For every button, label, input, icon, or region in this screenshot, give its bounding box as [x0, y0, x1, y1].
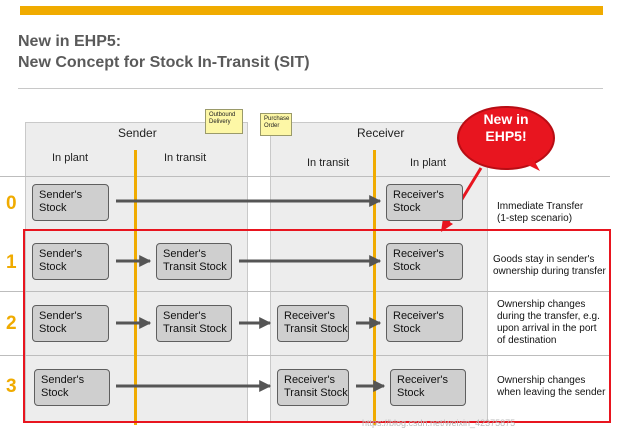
stock-box-senders-stock: Sender's Stock [34, 369, 110, 406]
stock-box-line: Stock [39, 323, 67, 335]
stock-box-line: Stock [41, 387, 69, 399]
stock-box-senders-transit-stock: Sender's Transit Stock [156, 305, 232, 342]
description-line: Ownership changes [497, 299, 586, 310]
stock-box-line: Sender's [163, 248, 207, 260]
new-scenarios-highlight [23, 229, 611, 423]
description-line: Goods stay in sender's [493, 254, 595, 265]
stock-box-line: Transit Stock [163, 261, 227, 273]
row-number: 0 [6, 193, 17, 214]
title-divider [18, 88, 603, 89]
description-line: when leaving the sender [497, 387, 606, 398]
stock-box-line: Receiver's [284, 310, 336, 322]
stock-box-line: Transit Stock [163, 323, 227, 335]
page-title-line1: New in EHP5: [18, 33, 122, 50]
watermark: https://blog.csdn.net/weixin_42375875 [362, 418, 516, 428]
new-starburst-icon [457, 106, 555, 171]
description-line: during the transfer, e.g. [497, 311, 600, 322]
stock-box-line: Stock [393, 261, 421, 273]
row-description: Ownership changes when leaving the sende… [497, 375, 605, 399]
sender-header: Sender [118, 126, 157, 140]
stock-box-line: Sender's [39, 310, 83, 322]
row-number: 3 [6, 376, 17, 397]
purchase-order-note: Purchase Order [260, 113, 292, 136]
stock-box-line: Stock [393, 323, 421, 335]
outbound-delivery-note: Outbound Delivery [205, 109, 243, 134]
note-line: Order [264, 123, 280, 129]
description-line: Ownership changes [497, 375, 586, 386]
row-separator [0, 291, 610, 292]
stock-box-line: Sender's [39, 189, 83, 201]
stock-box-senders-stock: Sender's Stock [32, 305, 109, 342]
receiver-in-plant-label: In plant [410, 157, 447, 169]
note-line: Purchase [264, 116, 290, 122]
stock-box-senders-transit-stock: Sender's Transit Stock [156, 243, 232, 280]
stock-box-line: Receiver's [393, 248, 445, 260]
stock-box-line: Stock [39, 202, 67, 214]
stock-box-line: Stock [39, 261, 67, 273]
receiver-plant-boundary [373, 150, 376, 425]
row-description: Goods stay in sender's ownership during … [493, 254, 606, 278]
stock-box-line: Receiver's [393, 310, 445, 322]
description-line: of destination [497, 335, 557, 346]
description-line: (1-step scenario) [497, 213, 573, 224]
description-line: ownership during transfer [493, 266, 606, 277]
receiver-in-transit-label: In transit [307, 157, 350, 169]
row-separator [0, 355, 610, 356]
stock-box-line: Stock [397, 387, 425, 399]
stock-box-senders-stock: Sender's Stock [32, 184, 109, 221]
stock-box-line: Receiver's [397, 374, 449, 386]
receiver-header: Receiver [357, 126, 405, 140]
badge-line: New in [483, 111, 529, 127]
row-number: 2 [6, 313, 17, 334]
stock-box-receivers-stock: Receiver's Stock [386, 243, 463, 280]
stock-box-line: Sender's [41, 374, 85, 386]
note-line: Delivery [209, 119, 231, 125]
stock-box-line: Stock [393, 202, 421, 214]
description-line: Immediate Transfer [497, 201, 584, 212]
note-line: Outbound [209, 112, 236, 118]
row-separator [0, 176, 610, 177]
stock-box-line: Sender's [39, 248, 83, 260]
badge-line: EHP5! [485, 128, 527, 144]
top-accent-bar [20, 6, 603, 15]
page-title-line2: New Concept for Stock In-Transit (SIT) [18, 54, 310, 71]
stock-box-receivers-transit-stock: Receiver's Transit Stock [277, 369, 349, 406]
stock-box-receivers-stock: Receiver's Stock [386, 184, 463, 221]
row-number: 1 [6, 252, 17, 273]
stock-box-receivers-stock: Receiver's Stock [390, 369, 466, 406]
row-description: Ownership changes during the transfer, e… [497, 299, 600, 347]
description-line: upon arrival in the port [497, 323, 597, 334]
stock-box-senders-stock: Sender's Stock [32, 243, 109, 280]
stock-box-line: Transit Stock [284, 387, 348, 399]
sender-transit-boundary [134, 150, 137, 425]
sender-in-transit-label: In transit [164, 152, 207, 164]
sender-in-plant-label: In plant [52, 152, 89, 164]
stock-box-receivers-transit-stock: Receiver's Transit Stock [277, 305, 349, 342]
row-description: Immediate Transfer (1-step scenario) [497, 201, 583, 225]
new-badge-text: New in EHP5! [454, 111, 558, 145]
stock-box-line: Receiver's [393, 189, 445, 201]
stock-box-line: Transit Stock [284, 323, 348, 335]
stock-box-line: Sender's [163, 310, 207, 322]
stock-box-line: Receiver's [284, 374, 336, 386]
stock-box-receivers-stock: Receiver's Stock [386, 305, 463, 342]
